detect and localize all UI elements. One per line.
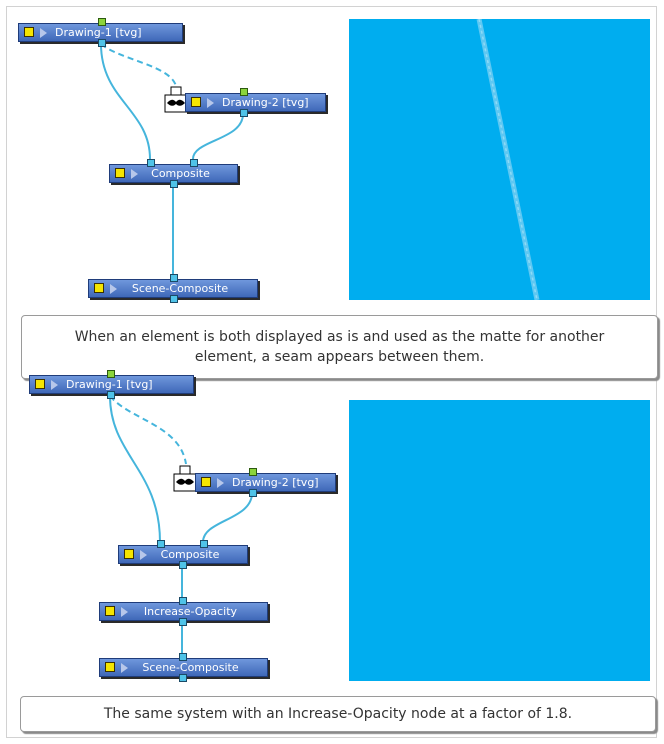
node-label: Drawing-1 [tvg] — [66, 378, 153, 391]
node-port-top-left[interactable] — [157, 540, 165, 548]
wire-drawing1-to-matte — [109, 395, 187, 465]
node-port-top[interactable] — [170, 274, 178, 282]
play-triangle-icon — [40, 28, 47, 38]
render-preview-clean — [349, 400, 650, 681]
node-port-bottom[interactable] — [249, 489, 257, 497]
node-port-top-right[interactable] — [190, 159, 198, 167]
seam-line — [476, 19, 540, 300]
node-port-bottom[interactable] — [179, 618, 187, 626]
wire-drawing1-to-composite — [100, 43, 151, 160]
play-triangle-icon — [110, 284, 117, 294]
yellow-square-icon — [124, 549, 134, 559]
node-label: Composite — [160, 548, 220, 561]
yellow-square-icon — [94, 283, 104, 293]
node-port-bottom[interactable] — [170, 180, 178, 188]
node-composite[interactable]: Composite — [118, 540, 248, 569]
node-label: Drawing-1 [tvg] — [55, 26, 142, 39]
node-port-bottom[interactable] — [107, 391, 115, 399]
node-port-top-right[interactable] — [200, 540, 208, 548]
node-port-bottom[interactable] — [170, 295, 178, 303]
node-port-bottom[interactable] — [179, 561, 187, 569]
yellow-square-icon — [115, 168, 125, 178]
play-triangle-icon — [140, 550, 147, 560]
matte-mask-icon — [173, 465, 197, 492]
wire-drawing2-to-composite — [202, 492, 253, 543]
node-port-bottom[interactable] — [240, 109, 248, 117]
yellow-square-icon — [191, 97, 201, 107]
wire-drawing1-to-composite — [109, 395, 161, 543]
node-port-top[interactable] — [179, 653, 187, 661]
node-label: Drawing-2 [tvg] — [222, 96, 309, 109]
node-port-bottom[interactable] — [179, 674, 187, 682]
yellow-square-icon — [35, 379, 45, 389]
yellow-square-icon — [105, 606, 115, 616]
node-drawing-2[interactable]: Drawing-2 [tvg] — [195, 468, 336, 497]
node-port-top[interactable] — [249, 468, 257, 476]
node-port-top[interactable] — [240, 88, 248, 96]
node-drawing-1[interactable]: Drawing-1 [tvg] — [29, 370, 194, 399]
node-drawing-1[interactable]: Drawing-1 [tvg] — [18, 18, 183, 47]
play-triangle-icon — [51, 380, 58, 390]
caption-text: The same system with an Increase-Opacity… — [103, 706, 573, 722]
node-increase-opacity[interactable]: Increase-Opacity — [99, 597, 268, 626]
node-drawing-2[interactable]: Drawing-2 [tvg] — [185, 88, 326, 117]
node-label: Increase-Opacity — [143, 605, 238, 618]
caption-fixed: The same system with an Increase-Opacity… — [20, 696, 656, 732]
caption-text: When an element is both displayed as is … — [74, 329, 605, 365]
play-triangle-icon — [217, 478, 224, 488]
node-port-top[interactable] — [179, 597, 187, 605]
node-scene-composite[interactable]: Scene-Composite — [88, 274, 258, 303]
node-label: Scene-Composite — [131, 282, 229, 295]
node-label: Scene-Composite — [142, 661, 239, 674]
node-label: Composite — [151, 167, 210, 180]
play-triangle-icon — [121, 607, 128, 617]
caption-seam: When an element is both displayed as is … — [21, 315, 658, 379]
render-preview-seam — [349, 19, 650, 300]
play-triangle-icon — [207, 98, 214, 108]
node-port-top[interactable] — [107, 370, 115, 378]
node-port-bottom[interactable] — [98, 39, 106, 47]
wire-drawing1-to-matte — [100, 43, 177, 87]
yellow-square-icon — [201, 477, 211, 487]
node-scene-composite[interactable]: Scene-Composite — [99, 653, 268, 682]
node-port-top-left[interactable] — [147, 159, 155, 167]
node-label: Drawing-2 [tvg] — [232, 476, 319, 489]
node-composite[interactable]: Composite — [109, 159, 238, 188]
wire-drawing2-to-composite — [192, 113, 244, 160]
play-triangle-icon — [121, 663, 128, 673]
yellow-square-icon — [24, 27, 34, 37]
yellow-square-icon — [105, 662, 115, 672]
node-port-top[interactable] — [98, 18, 106, 26]
play-triangle-icon — [131, 169, 138, 179]
